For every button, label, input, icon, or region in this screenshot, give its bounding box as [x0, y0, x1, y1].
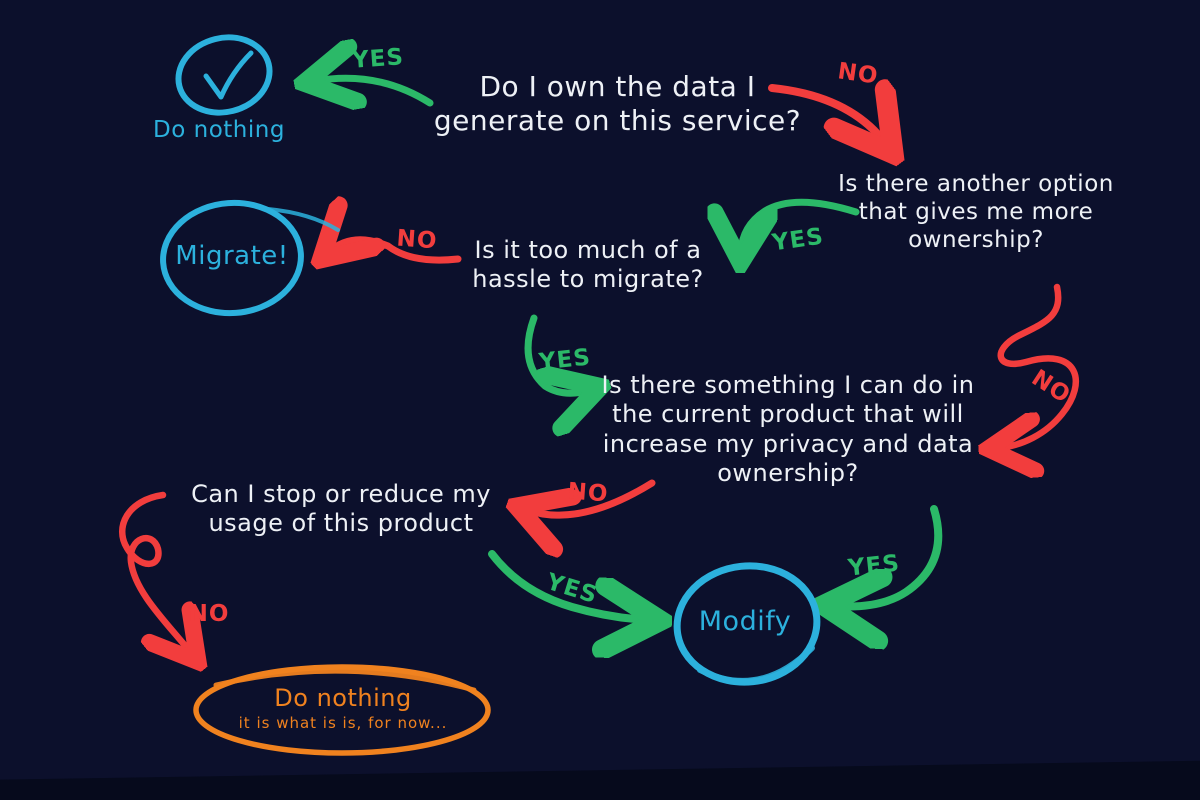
no-label-improve: NO: [566, 478, 610, 508]
question-another-option: Is there another option that gives me mo…: [838, 171, 1114, 254]
no-loop-arrow-option-to-improve: [998, 283, 1080, 448]
no-arrow-improve-to-stop: [527, 479, 656, 515]
do-nothing-top-label: Do nothing: [153, 117, 285, 143]
modify-circle: [673, 562, 821, 686]
question-improve: Is there something I can do in the curre…: [601, 371, 975, 487]
yes-arrow-option-to-hassle: [741, 198, 860, 252]
migrate-circle: [160, 199, 340, 317]
yes-arrow-hassle-to-improve: [524, 314, 590, 393]
no-arrow-main-to-another-option: [768, 88, 886, 144]
yes-label-top: YES: [351, 44, 405, 74]
do-nothing-bottom-subtext: it is what is is, for now...: [238, 714, 448, 732]
no-label-hassle: NO: [395, 225, 439, 255]
do-nothing-ellipse: [193, 664, 491, 756]
no-label-top: NO: [835, 58, 881, 90]
question-main: Do I own the data I generate on this ser…: [433, 70, 802, 138]
no-label-stop-loop: NO: [188, 601, 230, 627]
yes-arrow-improve-to-modify: [836, 505, 943, 606]
yes-arrow-stop-to-modify: [488, 550, 648, 620]
no-loop-arrow-stop-to-do-nothing: [119, 491, 192, 654]
no-arrow-hassle-to-migrate: [329, 240, 462, 260]
do-nothing-bottom-label: Do nothing: [274, 684, 412, 712]
migrate-label: Migrate!: [175, 241, 289, 271]
modify-label: Modify: [698, 606, 792, 637]
yes-label-hassle: YES: [537, 344, 593, 376]
check-circle-icon: [175, 34, 273, 116]
question-hassle: Is it too much of a hassle to migrate?: [472, 236, 704, 294]
yes-label-improve: YES: [846, 550, 902, 582]
yes-arrow-main-to-do-nothing: [315, 78, 434, 103]
question-stop-reduce: Can I stop or reduce my usage of this pr…: [191, 480, 491, 538]
